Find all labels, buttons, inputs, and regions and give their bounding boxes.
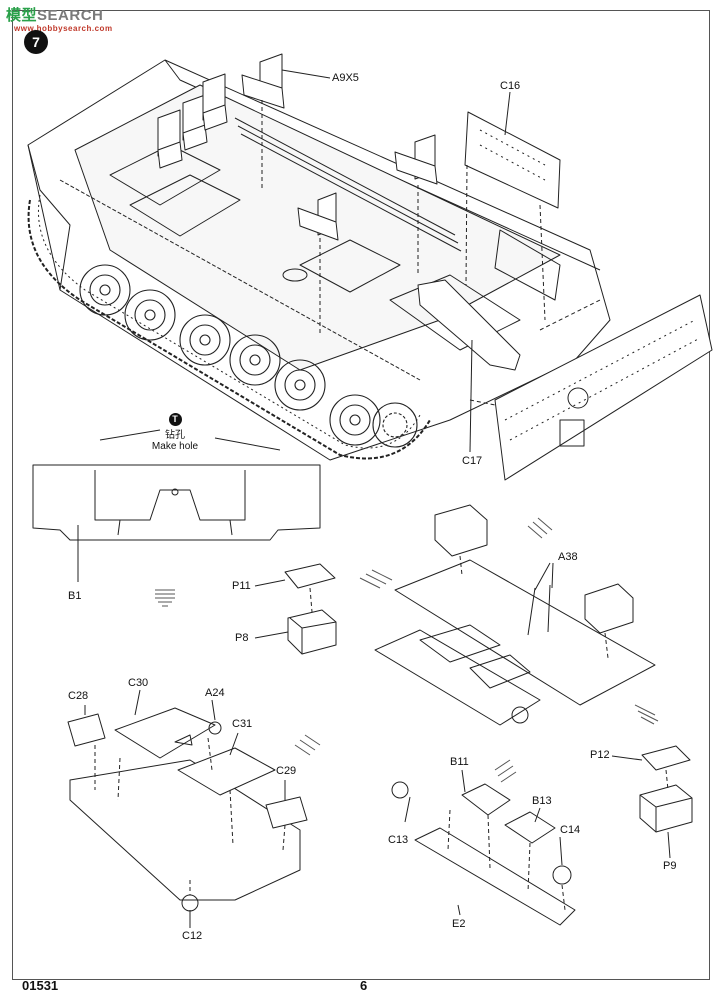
watermark-prefix: 模型 [6, 7, 38, 24]
label-c13: C13 [388, 834, 409, 846]
label-e2: E2 [452, 918, 466, 930]
page-number: 6 [360, 978, 368, 993]
label-c28: C28 [68, 690, 89, 702]
product-code: 01531 [22, 978, 59, 993]
watermark-brand: SEARCH [37, 7, 104, 24]
page-frame [12, 10, 710, 980]
road-wheels [79, 264, 418, 448]
floor-plate-a38 [374, 504, 656, 726]
label-p12: P12 [590, 749, 610, 761]
p12-p9-parts [611, 745, 693, 859]
make-hole-note-en: Make hole [151, 441, 199, 452]
lower-right-assembly [391, 769, 576, 926]
label-p11: P11 [232, 580, 251, 592]
label-a38: A38 [558, 551, 578, 563]
label-p8: P8 [235, 632, 249, 644]
label-b1: B1 [68, 590, 82, 602]
label-c14: C14 [560, 824, 581, 836]
label-p9: P9 [663, 860, 677, 872]
b1-plate [32, 429, 321, 582]
label-b13: B13 [532, 795, 552, 807]
lower-left-assembly [67, 689, 308, 928]
label-a9x5: A9X5 [332, 72, 359, 84]
label-c12: C12 [182, 930, 203, 942]
make-hole-note-cn: 钻孔 [165, 430, 185, 441]
label-b11: B11 [450, 756, 469, 768]
label-c16: C16 [500, 80, 521, 92]
label-c17: C17 [462, 455, 483, 467]
watermark: 模型SEARCH www.hobbysearch.com [6, 4, 112, 33]
label-c31: C31 [232, 718, 253, 730]
seat-parts [157, 53, 438, 335]
p11-p8-parts [254, 563, 337, 655]
step-number-badge: 7 [24, 30, 48, 54]
label-c29: C29 [276, 765, 297, 777]
label-a24: A24 [205, 687, 225, 699]
hull-assembly [27, 53, 713, 481]
label-c30: C30 [128, 677, 149, 689]
make-hole-icon: T [168, 413, 182, 426]
watermark-site: www.hobbysearch.com [14, 24, 113, 33]
make-hole-note: T 钻孔 Make hole [140, 413, 210, 452]
